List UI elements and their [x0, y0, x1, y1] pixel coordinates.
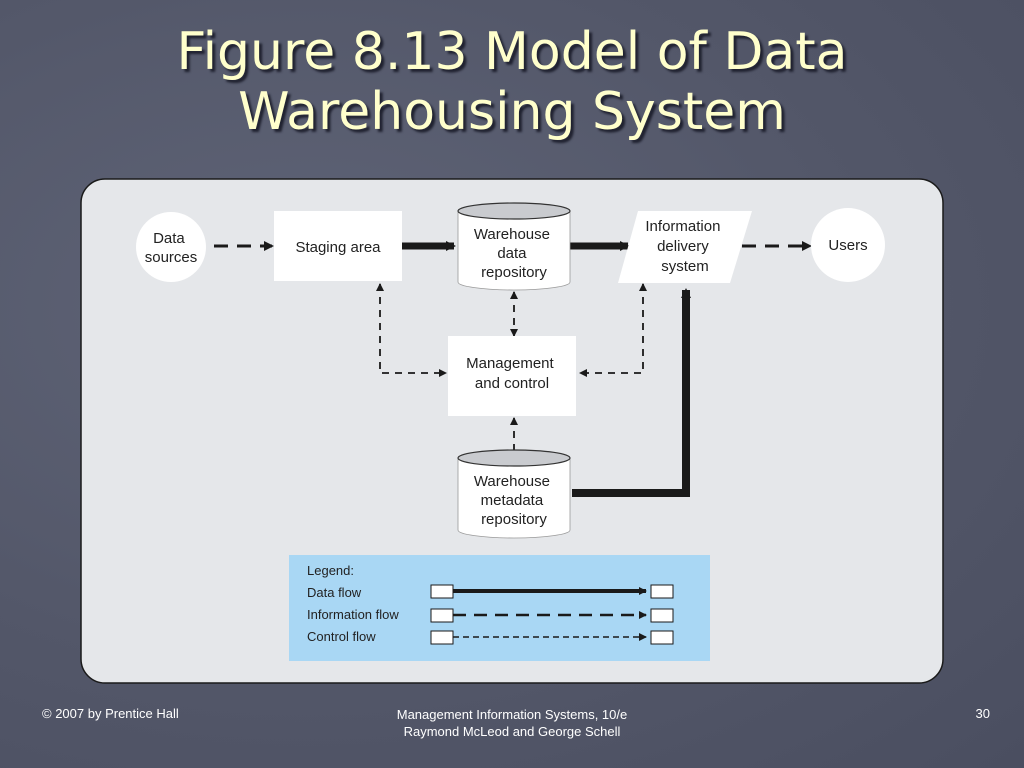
node-delivery-line-1: Information: [645, 218, 720, 235]
svg-text:Management and control: Management and control: [466, 355, 558, 392]
control-staging-management: [376, 283, 447, 377]
node-information-delivery-system: Information delivery system: [618, 211, 752, 283]
node-metadata-line-1: Warehouse: [474, 473, 550, 490]
node-staging-area: Staging area: [274, 211, 402, 281]
svg-text:Information delivery: Information delivery system: [645, 218, 724, 275]
node-management-line-1: Management: [466, 355, 554, 372]
svg-text:Staging area: Staging area: [295, 239, 381, 256]
slide-title-line-1: Figure 8.13 Model of Data: [176, 22, 848, 82]
slide-number: 30: [975, 706, 990, 721]
svg-text:Data sources: Data sources: [145, 230, 198, 266]
node-data-sources: Data sources: [136, 212, 206, 282]
svg-text:Users: Users: [828, 237, 867, 254]
node-warehouse-data-repository: Warehouse data repository: [457, 202, 571, 291]
legend-information-flow-label: Information flow: [307, 607, 399, 622]
slide-title: Figure 8.13 Model of Data Warehousing Sy…: [0, 22, 1024, 142]
footer-book-authors: Raymond McLeod and George Schell: [403, 724, 621, 739]
node-warehouse-data-line-3: repository: [481, 264, 547, 281]
node-delivery-line-3: system: [661, 258, 709, 275]
legend-control-flow-label: Control flow: [307, 629, 376, 644]
node-warehouse-metadata-repository: Warehouse metadata repository: [457, 449, 571, 539]
node-warehouse-data-line-2: data: [497, 245, 527, 262]
diagram-figure: Data sources Staging area Warehouse data…: [80, 178, 944, 684]
node-staging-area-line-1: Staging area: [295, 239, 381, 256]
svg-text:Warehouse metadata: Warehouse metadata repository: [474, 473, 554, 528]
node-management-line-2: and control: [475, 375, 549, 392]
node-data-sources-line-2: sources: [145, 249, 198, 266]
svg-text:Warehouse data rep: Warehouse data repository: [474, 226, 554, 281]
slide-title-line-2: Warehousing System: [238, 82, 786, 142]
legend-data-flow-label: Data flow: [307, 585, 362, 600]
node-management-and-control: Management and control: [448, 336, 576, 416]
node-users-line-1: Users: [828, 237, 867, 254]
footer-copyright: © 2007 by Prentice Hall: [42, 706, 179, 721]
control-delivery-management: [579, 283, 647, 377]
node-users: Users: [811, 208, 885, 282]
node-metadata-line-3: repository: [481, 511, 547, 528]
legend-title: Legend:: [307, 563, 354, 578]
node-data-sources-line-1: Data: [153, 230, 185, 247]
node-metadata-line-2: metadata: [481, 492, 544, 509]
node-warehouse-data-line-1: Warehouse: [474, 226, 550, 243]
node-delivery-line-2: delivery: [657, 238, 709, 255]
legend: Legend: Data flow Information flow Contr…: [289, 555, 710, 661]
arrow-metadata-to-delivery: [572, 288, 691, 497]
footer-book-info: Management Information Systems, 10/e Ray…: [362, 706, 662, 740]
footer-book-title: Management Information Systems, 10/e: [396, 707, 628, 722]
